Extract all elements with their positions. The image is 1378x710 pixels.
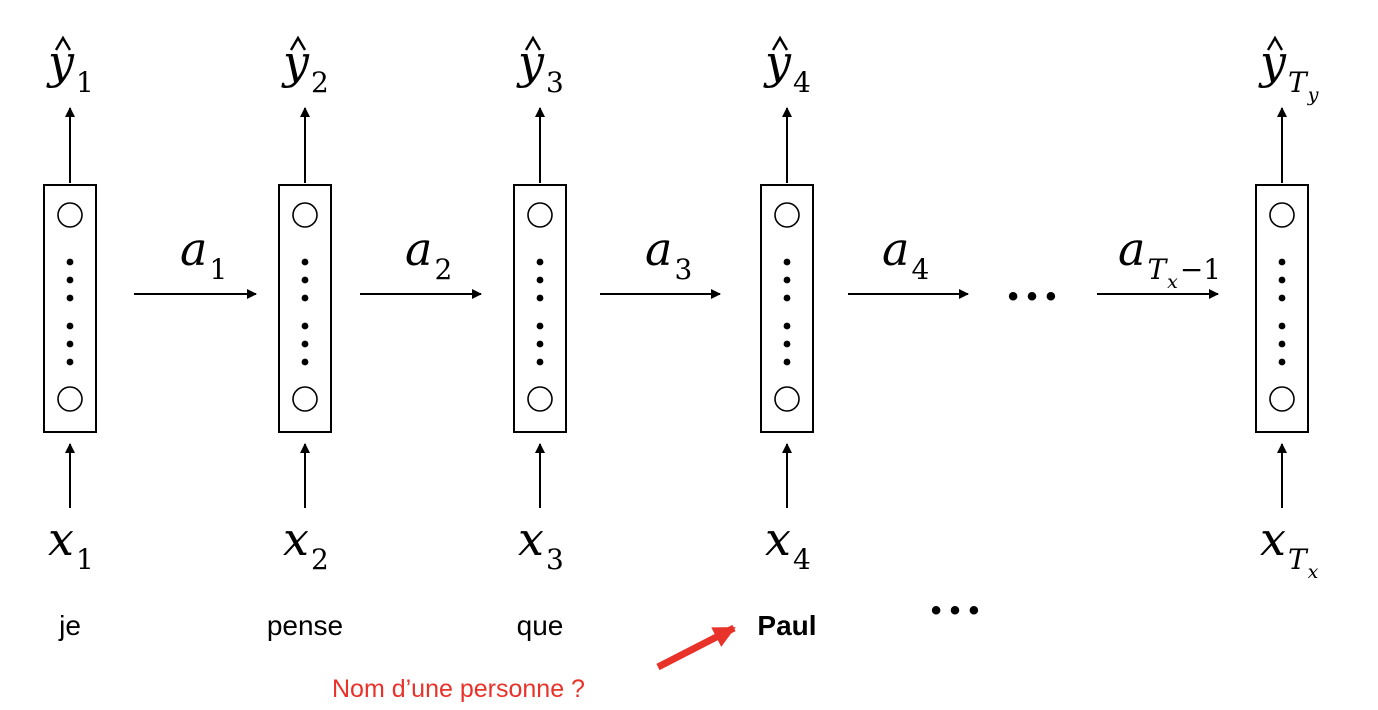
rnn-cell-1: y1 x1 je — [43, 35, 97, 641]
word-2: pense — [267, 610, 343, 641]
neuron-bottom — [1269, 386, 1295, 412]
neuron-dot — [1278, 294, 1286, 302]
neuron-dot — [301, 322, 309, 330]
neuron-dot — [536, 258, 544, 266]
neuron-dot — [783, 276, 791, 284]
neuron-dot — [1278, 322, 1286, 330]
activation-label-a-2: a2 — [405, 222, 452, 286]
activation-label-a-1: a1 — [180, 222, 227, 286]
neuron-dot — [536, 358, 544, 366]
neuron-dot — [66, 258, 74, 266]
output-label-y-hat-5-hat — [1266, 35, 1284, 51]
neuron-dot — [783, 258, 791, 266]
neuron-bottom — [774, 386, 800, 412]
input-label-x-1: x1 — [48, 512, 94, 576]
input-label-x-2: x2 — [283, 512, 329, 576]
cell-box — [760, 184, 814, 433]
neuron-top — [774, 202, 800, 228]
neuron-dot — [536, 340, 544, 348]
neuron-top — [292, 202, 318, 228]
output-label-y-hat-2: y2 — [281, 35, 329, 99]
neuron-dot — [66, 322, 74, 330]
neuron-dot — [301, 276, 309, 284]
word-4: Paul — [757, 610, 816, 641]
neuron-dot — [783, 358, 791, 366]
neuron-dot — [66, 276, 74, 284]
input-label-x-5: xTx — [1260, 512, 1319, 583]
rnn-cell-3: y3 x3 que — [513, 35, 567, 641]
neuron-top — [527, 202, 553, 228]
input-label-x-3: x3 — [518, 512, 564, 576]
cell-box — [278, 184, 332, 433]
word-1: je — [58, 610, 81, 641]
output-label-y-hat-1: y1 — [46, 35, 94, 99]
neuron-dot — [301, 358, 309, 366]
output-label-y-hat-3: y3 — [516, 35, 564, 99]
neuron-dot — [1278, 358, 1286, 366]
output-label-y-hat-2-hat — [289, 35, 307, 51]
output-label-y-hat-4: y4 — [763, 35, 811, 99]
neuron-dot — [536, 294, 544, 302]
neuron-bottom — [527, 386, 553, 412]
activation-4: a4 — [848, 222, 969, 299]
neuron-dot — [301, 340, 309, 348]
cell-box — [1255, 184, 1309, 433]
neuron-dot — [536, 276, 544, 284]
annotation-label: Nom d’une personne ? — [332, 675, 585, 703]
output-label-y-hat-4-hat — [771, 35, 789, 51]
neuron-bottom — [292, 386, 318, 412]
activation-label-a-3: a3 — [645, 222, 692, 286]
neuron-dot — [301, 294, 309, 302]
neuron-dot — [783, 294, 791, 302]
cell-box — [513, 184, 567, 433]
neuron-dot — [1278, 276, 1286, 284]
neuron-bottom — [57, 386, 83, 412]
neuron-dot — [301, 258, 309, 266]
activation-5: aTx−1 — [1097, 222, 1221, 299]
neuron-dot — [1278, 340, 1286, 348]
neuron-dot — [783, 322, 791, 330]
neuron-dot — [536, 322, 544, 330]
activation-1: a1 — [134, 222, 257, 299]
word-3: que — [517, 610, 564, 641]
activation-3: a3 — [600, 222, 721, 299]
activation-label-a-4: a4 — [882, 222, 929, 286]
neuron-top — [57, 202, 83, 228]
annotation-arrow — [656, 624, 736, 671]
output-label-y-hat-5: yTy — [1258, 35, 1319, 106]
rnn-cell-5: yTy xTx — [1255, 35, 1319, 583]
activation-label-a-5: aTx−1 — [1118, 222, 1221, 293]
neuron-top — [1269, 202, 1295, 228]
rnn-cell-2: y2 x2 pense — [267, 35, 343, 641]
neuron-dot — [66, 340, 74, 348]
neuron-dot — [783, 340, 791, 348]
input-label-x-4: x4 — [765, 512, 811, 576]
words-ellipsis: • • • — [931, 594, 979, 627]
cell-box — [43, 184, 97, 433]
neuron-dot — [66, 294, 74, 302]
neuron-dot — [66, 358, 74, 366]
output-label-y-hat-1-hat — [54, 35, 72, 51]
recurrence-ellipsis: • • • — [1008, 280, 1056, 313]
neuron-dot — [1278, 258, 1286, 266]
output-label-y-hat-3-hat — [524, 35, 542, 51]
activation-2: a2 — [360, 222, 482, 299]
